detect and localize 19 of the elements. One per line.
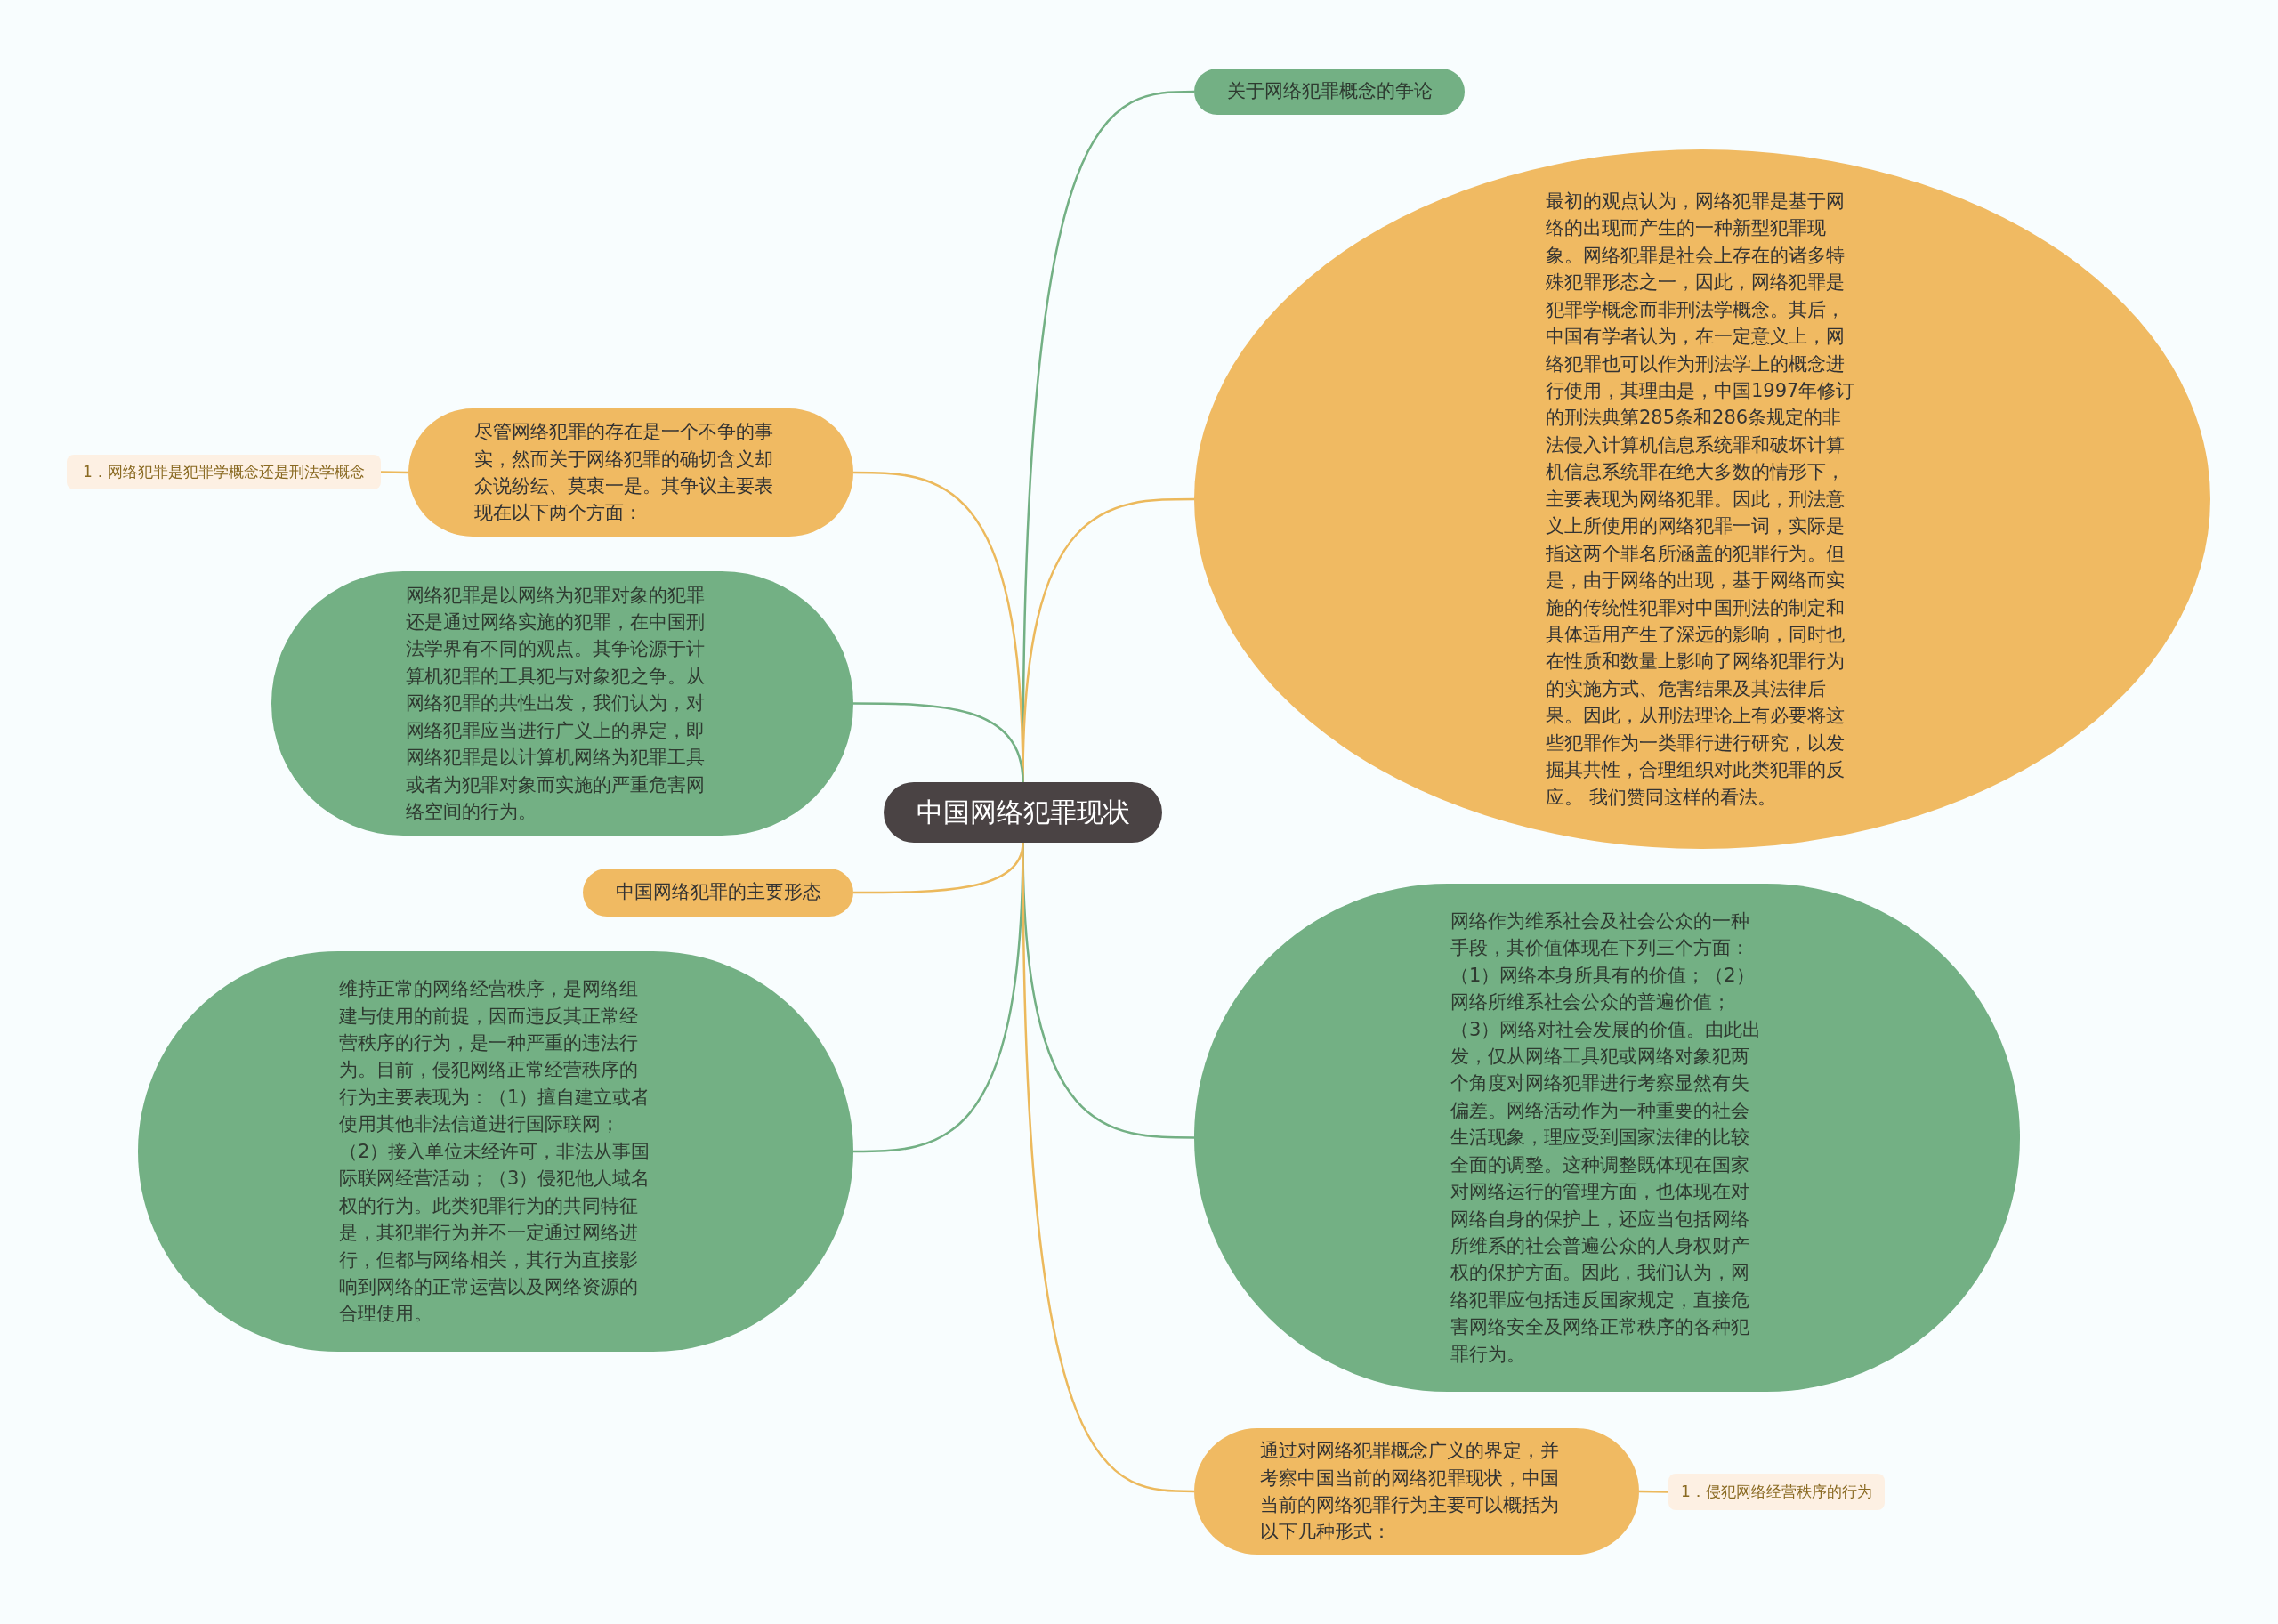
topic-pill [1194, 69, 1465, 115]
node-label: 关于网络犯罪概念的争论 [1226, 80, 1433, 103]
note-tag [1668, 1474, 1885, 1510]
connector-line [853, 702, 1024, 783]
node-paragraph: 维持正常的网络经营秩序，是网络组建与使用的前提，因而违反其正常经营秩序的行为，是一种严重的违法行为。目前，侵犯网络正常经营秩序的行为主要表现为：（1）擅自建立或者使用其他非法信道进行国际联网；（2）接入单位未经许可，非法从事国际联网经营活动；（3）侵犯他人域名权的行为。此类犯罪行为的共同特征是，其犯罪行为并不一定通过网络进行，但都与网络相关，其行为直接影响到网络的正常运营以及网络资源的合理使用。 [339, 977, 651, 1327]
node-label: 中国网络犯罪的主要形态 [615, 881, 821, 904]
node-paragraph: 网络作为维系社会及社会公众的一种手段，其价值体现在下列三个方面：（1）网络本身所具有的价值；（2）网络所维系社会公众的普遍价值；（3）网络对社会发展的价值。由此出发，仅从网络工具犯或网络对象犯两个角度对网络犯罪进行考察显然有失偏差。网络活动作为一种重要的社会生活现象，理应受到国家法律的比较全面的调整。这种调整既体现在国家对网络运行的管理方面，也体现在对网络自身的保护上，还应当包括网络所维系的社会普遍公众的人身权财产权的保护方面。因此，我们认为，网络犯罪应包括违反国家规定，直接危害网络安全及网络正常秩序的各种犯罪行为。 [1450, 909, 1763, 1367]
node-paragraph: 尽管网络犯罪的存在是一个不争的事实，然而关于网络犯罪的确切含义却众说纷纭、莫衷一是。其争议主要表现在以下两个方面： [474, 420, 774, 526]
node-paragraph: 通过对网络犯罪概念广义的界定，并考察中国当前的网络犯罪现状，中国当前的网络犯罪行为主要可以概括为以下几种形式： [1260, 1439, 1560, 1545]
node-label: 中国网络犯罪现状 [916, 796, 1130, 828]
connector-line [1639, 1490, 1668, 1493]
note-tag [67, 455, 381, 489]
connector-line [380, 471, 409, 474]
node-paragraph: 最初的观点认为，网络犯罪是基于网络的出现而产生的一种新型犯罪现象。网络犯罪是社会上存在的诸多特殊犯罪形态之一，因此，网络犯罪是犯罪学概念而非刑法学概念。其后，中国有学者认为，在一定意义上，网络犯罪也可以作为刑法学上的概念进行使用，其理由是，中国1997年修订的刑法典第285条和286条规定的非法侵入计算机信息系统罪和破坏计算机信息系统罪在绝大多数的情形下，主要表现为网络犯罪。因此，刑法意义上所使用的网络犯罪一词，实际是指这两个罪名所涵盖的犯罪行为。但是，由于网络的出现，基于网络而实施的传统性犯罪对中国刑法的制定和具体适用产生了深远的影响，同时也在性质和数量上影响了网络犯罪行为的实施方式、危害结果及其法律后果。因此，从刑法理论上有必要将这些犯罪作为一类罪行进行研究，以发掘其共性，合理组织对此类犯罪的反应。 我们赞同这样的看法。 [1546, 189, 1856, 810]
node-label: 1．侵犯网络经营秩序的行为 [1681, 1483, 1872, 1501]
connector-line [1022, 843, 1195, 1493]
node-label: 1．网络犯罪是犯罪学概念还是刑法学概念 [83, 463, 365, 481]
topic-pill [583, 869, 853, 917]
node-paragraph: 网络犯罪是以网络为犯罪对象的犯罪还是通过网络实施的犯罪，在中国刑法学界有不同的观点。其争论源于计算机犯罪的工具犯与对象犯之争。从网络犯罪的共性出发，我们认为，对网络犯罪应当进行广义上的界定，即网络犯罪是以计算机网络为犯罪工具或者为犯罪对象而实施的严重危害网络空间的行为。 [406, 583, 706, 825]
